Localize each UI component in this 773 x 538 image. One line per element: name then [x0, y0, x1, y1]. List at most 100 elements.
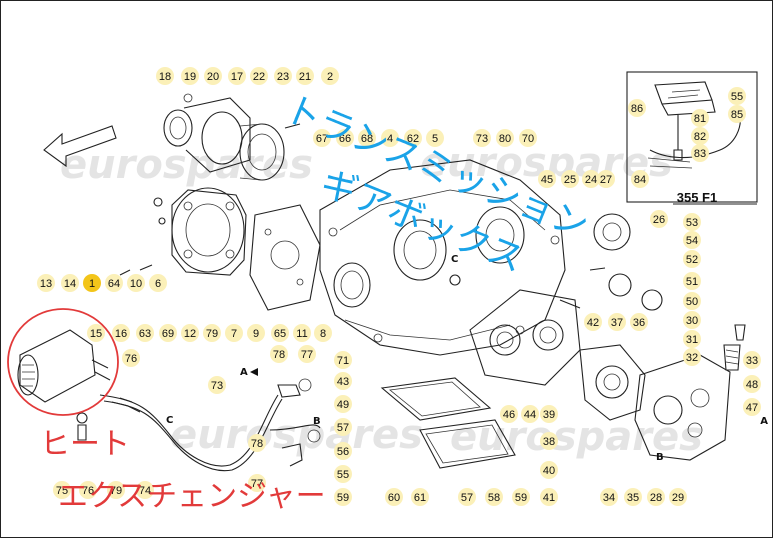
part-label-bubble: [107, 481, 125, 499]
part-label-bubble: [650, 210, 668, 228]
part-label-bubble: [540, 461, 558, 479]
part-label-bubble: [87, 324, 105, 342]
part-label-number: 46: [503, 409, 515, 421]
part-label-bubble: [512, 488, 530, 506]
part-label-55: 55: [334, 465, 352, 483]
part-label-bubble: [404, 129, 422, 147]
part-label-bubble: [631, 170, 649, 188]
part-label-bubble: [743, 375, 761, 393]
part-label-bubble: [208, 376, 226, 394]
part-label-58: 58: [485, 488, 503, 506]
part-label-bubble: [683, 231, 701, 249]
part-label-bubble: [156, 67, 174, 85]
upper-bearing-assembly: [163, 93, 301, 181]
part-label-bubble: [608, 313, 626, 331]
part-label-bubble: [683, 330, 701, 348]
part-label-6: 6: [149, 274, 167, 292]
part-label-bubble: [728, 87, 746, 105]
part-label-57: 57: [458, 488, 476, 506]
part-label-73: 73: [208, 376, 226, 394]
part-label-bubble: [647, 488, 665, 506]
part-label-number: 78: [251, 438, 263, 450]
part-label-16: 16: [112, 324, 130, 342]
part-label-number: 11: [296, 328, 307, 340]
part-label-number: 4: [387, 133, 393, 145]
part-label-bubble: [743, 398, 761, 416]
part-label-12: 12: [181, 324, 199, 342]
part-label-64: 64: [105, 274, 123, 292]
part-label-23: 23: [274, 67, 292, 85]
part-label-42: 42: [584, 313, 602, 331]
part-label-number: 26: [653, 214, 665, 226]
part-label-14: 14: [61, 274, 79, 292]
oil-sump-gaskets: [380, 377, 516, 469]
part-label-70: 70: [519, 129, 537, 147]
part-label-number: 19: [184, 71, 196, 83]
part-label-60: 60: [385, 488, 403, 506]
left-fasteners: [76, 197, 166, 441]
part-label-bubble: [53, 481, 71, 499]
part-label-bubble: [298, 345, 316, 363]
part-label-number: 77: [251, 478, 263, 490]
part-label-number: 79: [206, 328, 218, 340]
part-label-number: 41: [543, 492, 555, 504]
part-label-bubble: [728, 105, 746, 123]
part-label-bubble: [582, 170, 600, 188]
part-label-bubble: [225, 324, 243, 342]
part-label-number: 69: [162, 328, 174, 340]
part-label-bubble: [149, 274, 167, 292]
watermark-text-3: eurospares: [170, 412, 423, 458]
part-label-54: 54: [683, 231, 701, 249]
part-label-number: 70: [522, 133, 534, 145]
part-label-31: 31: [683, 330, 701, 348]
part-label-number: 32: [686, 352, 698, 364]
part-label-number: 45: [541, 174, 553, 186]
part-label-76: 76: [122, 349, 140, 367]
part-label-bubble: [334, 488, 352, 506]
part-label-number: 21: [299, 71, 311, 83]
part-label-number: 74: [139, 485, 151, 497]
part-label-number: 28: [650, 492, 662, 504]
part-label-number: 42: [587, 317, 599, 329]
part-label-bubble: [274, 67, 292, 85]
part-label-bubble: [181, 324, 199, 342]
part-label-number: 85: [731, 109, 743, 121]
part-label-number: 38: [543, 436, 555, 448]
part-label-67: 67: [313, 129, 331, 147]
part-label-22: 22: [250, 67, 268, 85]
part-label-number: 22: [253, 71, 265, 83]
part-label-number: 82: [694, 131, 706, 143]
part-label-2: 2: [321, 67, 339, 85]
part-label-81: 81: [691, 109, 709, 127]
part-label-number: 30: [686, 315, 698, 327]
part-label-74: 74: [136, 481, 154, 499]
part-label-bubble: [122, 349, 140, 367]
part-label-number: 23: [277, 71, 289, 83]
part-label-number: 67: [316, 133, 328, 145]
part-label-number: 40: [543, 465, 555, 477]
rear-cover-plate: [469, 289, 581, 386]
part-label-80: 80: [496, 129, 514, 147]
part-label-number: 10: [130, 278, 142, 290]
part-label-number: 53: [686, 217, 698, 229]
part-label-78: 78: [270, 345, 288, 363]
part-label-number: 50: [686, 296, 698, 308]
part-label-number: 7: [231, 328, 237, 340]
heat-exchanger-part: [17, 329, 111, 403]
part-label-bubble: [683, 292, 701, 310]
part-label-bubble: [271, 324, 289, 342]
part-label-number: 33: [746, 355, 758, 367]
annotation-heat: ヒート: [40, 427, 130, 462]
part-label-53: 53: [683, 213, 701, 231]
part-label-bubble: [600, 488, 618, 506]
part-label-47: 47: [743, 398, 761, 416]
part-label-number: 61: [414, 492, 426, 504]
part-label-number: 12: [184, 328, 196, 340]
part-label-bubble: [296, 67, 314, 85]
part-label-number: 35: [627, 492, 639, 504]
part-label-number: 79: [110, 485, 122, 497]
part-label-15: 15: [87, 324, 105, 342]
hydraulic-pump-body: [634, 354, 731, 461]
